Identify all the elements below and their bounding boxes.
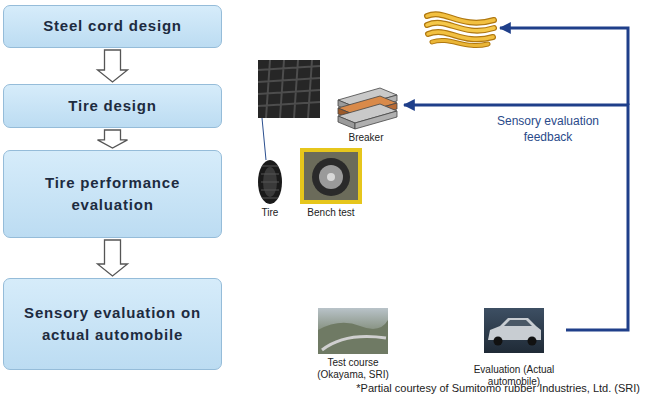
tread-picture [258, 60, 320, 160]
picture-caption: Bench test [290, 207, 372, 219]
box-title: Steel cord design [43, 15, 182, 38]
steel-cord-picture [427, 14, 494, 45]
feedback-arrow [404, 105, 628, 330]
flow-arrow [98, 130, 128, 148]
process-box: Sensory evaluation on actual automobile [3, 278, 222, 370]
process-box: Tire design [3, 84, 222, 128]
feedback-line [500, 28, 628, 105]
picture-caption: Breaker [347, 132, 384, 144]
box-title: Sensory evaluation on actual automobile [16, 302, 209, 347]
breaker-picture [338, 88, 397, 129]
box-title: Tire performance evaluation [16, 172, 209, 217]
process-box: Steel cord design [3, 5, 222, 48]
flow-arrow [98, 50, 128, 82]
credit-note: *Partial courtesy of Sumitomo rubber Ind… [150, 382, 640, 395]
bench-test-picture [300, 148, 362, 204]
picture-node: Breaker [330, 84, 402, 144]
process-box: Tire performance evaluation [3, 150, 222, 238]
car-picture [484, 308, 544, 353]
box-title: Tire design [68, 95, 157, 118]
picture-caption: Test course (Okayama, SRI) [313, 357, 393, 381]
edge-label: Sensory evaluation feedback [478, 114, 618, 145]
test-course-picture [318, 308, 388, 354]
picture-caption: Tire [250, 207, 290, 219]
picture-node: Evaluation (Actual automobile) [462, 306, 566, 388]
tire-picture [258, 160, 282, 204]
flow-arrow [98, 240, 128, 276]
